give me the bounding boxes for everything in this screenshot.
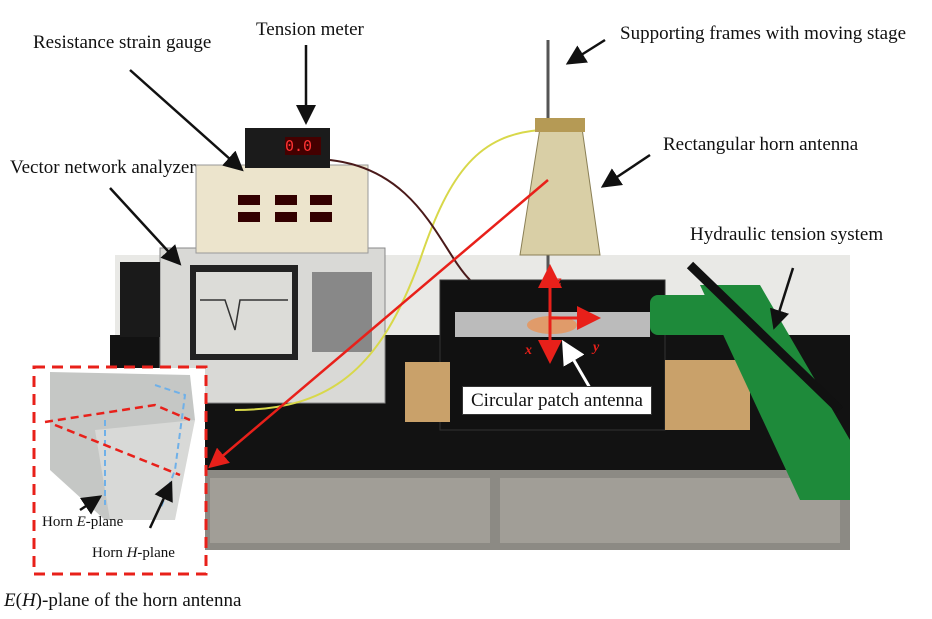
label-supporting-frames: Supporting frames with moving stage [620,23,907,44]
h-plane-suffix: -plane [137,545,175,561]
label-vector-network-analyzer: Vector network analyzer [10,157,196,178]
strain-gauge-device [195,164,369,254]
label-resistance-strain-gauge: Resistance strain gauge [33,32,212,53]
tension-display: 0.0 [285,137,313,155]
h-plane-var: H [126,545,138,561]
label-horn-e-plane: Horn E-plane [42,515,123,530]
e-plane-var: E [76,514,86,530]
h-plane-prefix: Horn [92,545,127,561]
hydraulic-tension-device [650,261,850,500]
horn-inset [32,365,208,576]
axis-y-label: y [593,340,600,355]
label-rectangular-horn-antenna: Rectangular horn antenna [663,134,859,155]
label-tension-meter: Tension meter [256,19,364,40]
caption-rest: -plane of the horn antenna [42,590,242,611]
coordinate-axes [538,264,601,364]
horn-antenna-device [519,40,601,300]
axis-x-label: x [525,343,532,358]
e-plane-prefix: Horn [42,514,77,530]
axis-z-label: z [556,274,562,289]
label-circular-patch-antenna: Circular patch antenna [462,386,652,415]
tension-meter-device [245,128,330,168]
inset-caption: E(H)-plane of the horn antenna [4,590,242,611]
label-hydraulic-tension-system: Hydraulic tension system [690,224,884,245]
e-plane-suffix: -plane [85,514,124,530]
label-horn-h-plane: Horn H-plane [92,546,175,561]
caption-h: H [21,590,36,611]
caption-e: E [4,590,16,611]
